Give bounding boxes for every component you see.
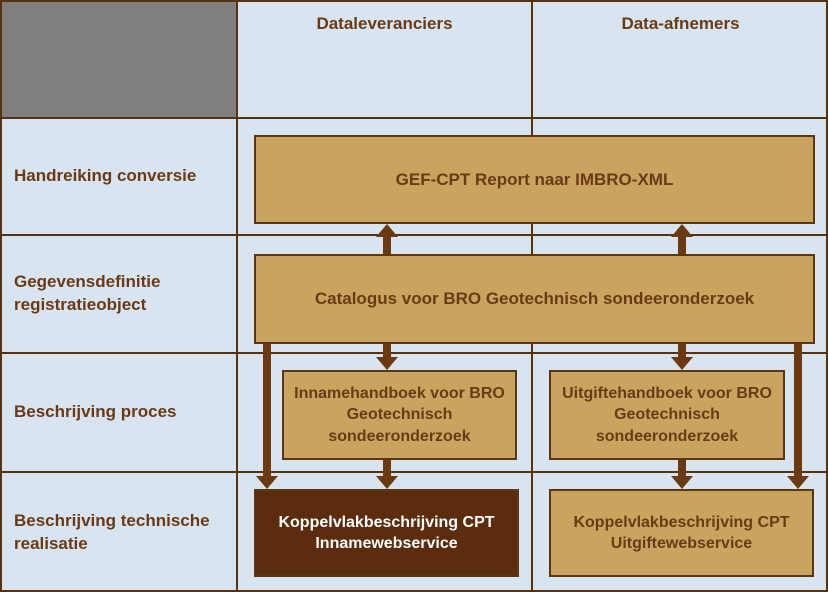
arrow-up-icon: [671, 224, 693, 237]
arrow-shaft: [678, 460, 686, 477]
arrow-down-icon: [256, 476, 278, 489]
arrow-shaft: [383, 460, 391, 477]
box-innamehandboek: Innamehandboek voor BRO Geotechnisch son…: [282, 370, 517, 460]
grid-line-horizontal-2: [2, 234, 826, 236]
arrow-up-icon: [376, 224, 398, 237]
box-catalogus-bro-geotechnisch-sondeeronderzoek: Catalogus voor BRO Geotechnisch sondeero…: [254, 254, 815, 344]
arrow-down-icon: [787, 476, 809, 489]
box-uitgiftehandboek: Uitgiftehandboek voor BRO Geotechnisch s…: [549, 370, 785, 460]
grid-line-vertical-1: [236, 2, 238, 590]
grid-line-horizontal-3: [2, 352, 826, 354]
arrow-innamehandboek-to-koppelvlak-inname: [376, 460, 398, 489]
grid-line-horizontal-4: [2, 471, 826, 473]
arrow-shaft: [383, 236, 391, 254]
row-label-gegevensdefinitie-registratieobject: Gegevensdefinitie registratieobject: [14, 272, 161, 314]
row-label-beschrijving-proces: Beschrijving proces: [14, 402, 177, 422]
arrow-down-icon: [376, 357, 398, 370]
column-header-dataleveranciers: Dataleveranciers: [316, 14, 453, 33]
box-koppelvlakbeschrijving-cpt-innamewebservice: Koppelvlakbeschrijving CPT Innamewebserv…: [254, 489, 519, 577]
arrow-shaft: [383, 344, 391, 358]
arrow-catalogus-to-innamehandboek: [376, 344, 398, 370]
column-header-data-afnemers: Data-afnemers: [621, 14, 740, 33]
box-gef-cpt-report-naar-imbro-xml: GEF-CPT Report naar IMBRO-XML: [254, 135, 815, 224]
arrow-down-icon: [376, 476, 398, 489]
arrow-shaft: [678, 344, 686, 358]
arrow-catalogus-to-koppelvlak-uitgifte: [787, 344, 809, 489]
arrow-down-icon: [671, 357, 693, 370]
arrow-catalogus-to-koppelvlak-inname: [256, 344, 278, 489]
arrow-catalogus-to-uitgiftehandboek: [671, 344, 693, 370]
arrow-uitgiftehandboek-to-koppelvlak-uitgifte: [671, 460, 693, 489]
arrow-catalogus-to-gef-left: [376, 224, 398, 254]
arrow-down-icon: [671, 476, 693, 489]
arrow-shaft: [794, 344, 802, 477]
arrow-shaft: [678, 236, 686, 254]
row-label-beschrijving-technische-realisatie: Beschrijving technische realisatie: [14, 510, 210, 553]
corner-cell: [2, 2, 237, 118]
row-label-handreiking-conversie: Handreiking conversie: [14, 166, 197, 186]
grid-line-horizontal-1: [2, 117, 826, 119]
arrow-catalogus-to-gef-right: [671, 224, 693, 254]
arrow-shaft: [263, 344, 271, 477]
box-koppelvlakbeschrijving-cpt-uitgiftewebservice: Koppelvlakbeschrijving CPT Uitgiftewebse…: [549, 489, 814, 577]
